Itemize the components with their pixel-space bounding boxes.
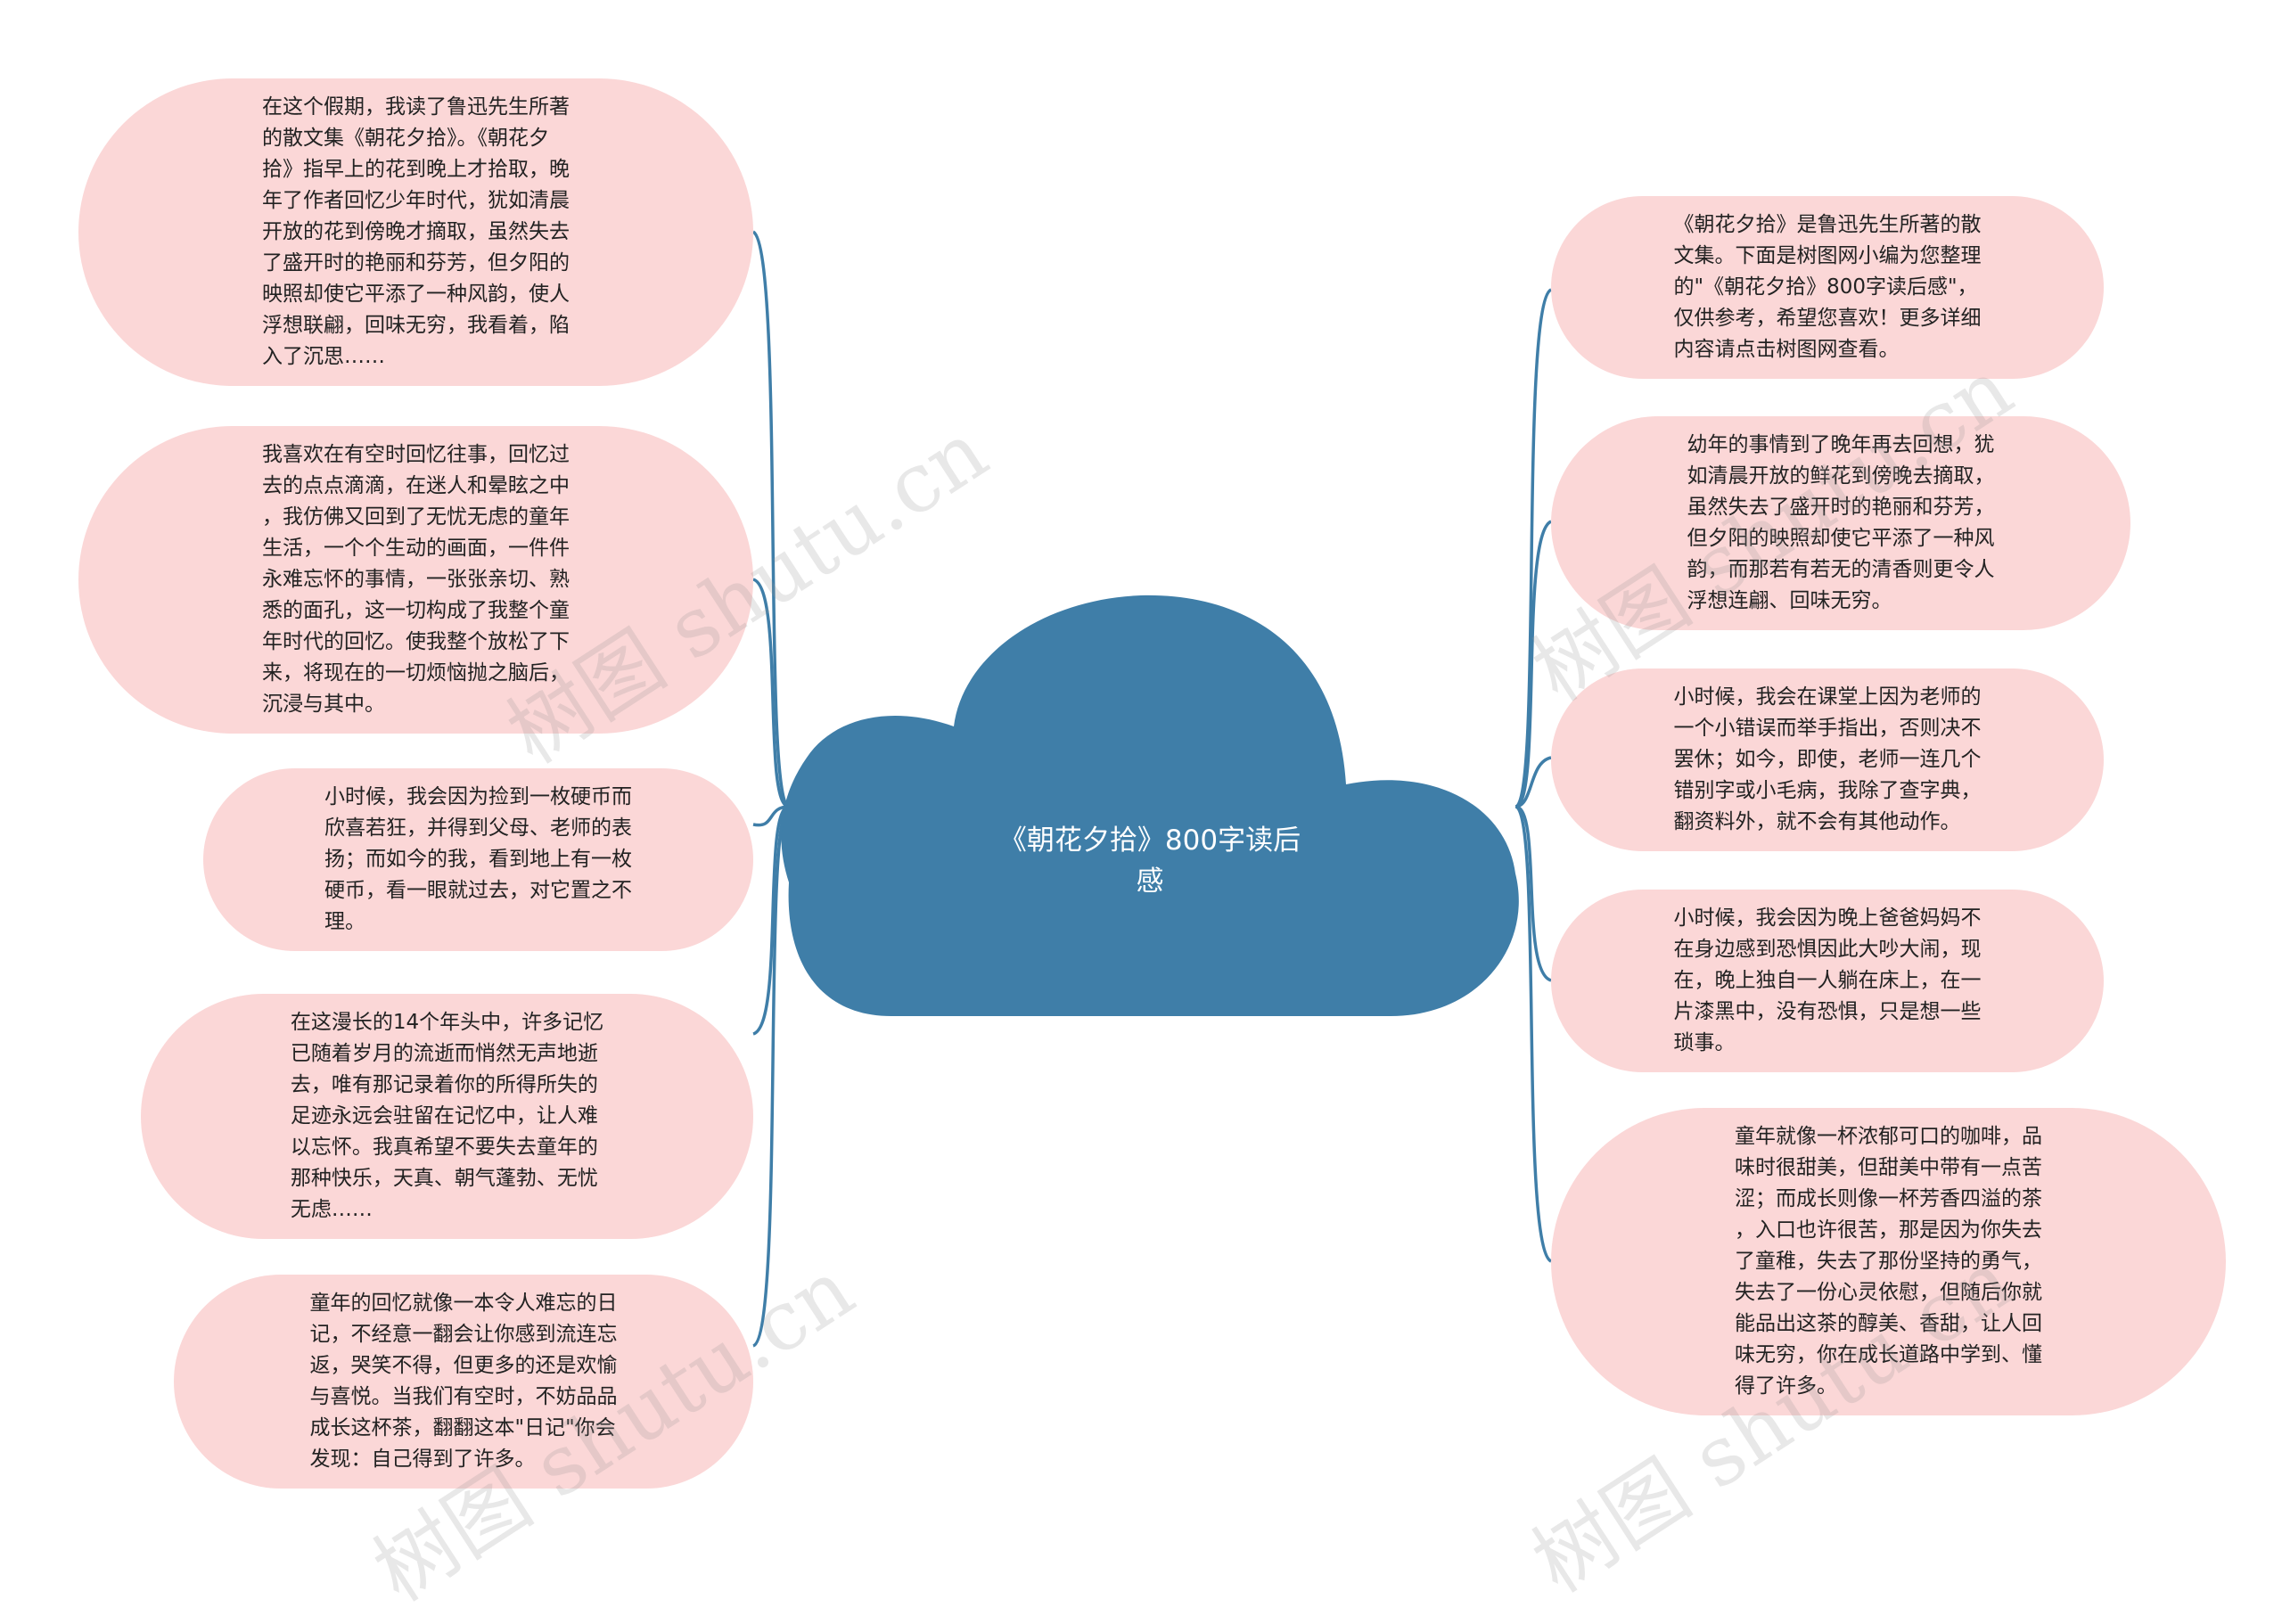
right-node-5-text: 童年就像一杯浓郁可口的咖啡，品 味时很甜美，但甜美中带有一点苦 涩；而成长则像一…	[1735, 1125, 2042, 1398]
left-node-2[interactable]: 我喜欢在有空时回忆往事，回忆过 去的点点滴滴，在迷人和晕眩之中 ，我仿佛又回到了…	[78, 426, 753, 734]
right-connectors	[1514, 288, 1553, 1263]
left-node-5-text: 童年的回忆就像一本令人难忘的日 记，不经意一翻会让你感到流连忘 返，哭笑不得，但…	[309, 1292, 618, 1471]
left-node-1[interactable]: 在这个假期，我读了鲁迅先生所著 的散文集《朝花夕拾》。《朝花夕 拾》指早上的花到…	[78, 78, 753, 386]
left-node-3[interactable]: 小时候，我会因为捡到一枚硬币而 欣喜若狂，并得到父母、老师的表 扬；而如今的我，…	[203, 768, 753, 951]
left-node-4[interactable]: 在这漫长的14个年头中，许多记忆 已随着岁月的流逝而悄然无声地逝 去，唯有那记录…	[141, 994, 753, 1239]
connector-right-1	[1514, 288, 1553, 808]
center-cloud-shape	[781, 595, 1519, 1016]
center-title: 《朝花夕拾》800字读后 感	[998, 824, 1301, 898]
connector-left-1	[751, 230, 791, 808]
right-node-3-text: 小时候，我会在课堂上因为老师的 一个小错误而举手指出，否则决不 罢休；如今，即使…	[1673, 685, 1982, 833]
right-node-4[interactable]: 小时候，我会因为晚上爸爸妈妈不 在身边感到恐惧因此大吵大闹，现 在，晚上独自一人…	[1551, 890, 2104, 1072]
right-node-2[interactable]: 幼年的事情到了晚年再去回想，犹 如清晨开放的鲜花到傍晚去摘取， 虽然失去了盛开时…	[1551, 416, 2130, 630]
left-node-4-text: 在这漫长的14个年头中，许多记忆 已随着岁月的流逝而悄然无声地逝 去，唯有那记录…	[290, 1011, 604, 1221]
mindmap-canvas	[751, 230, 1553, 1348]
right-node-4-text: 小时候，我会因为晚上爸爸妈妈不 在身边感到恐惧因此大吵大闹，现 在，晚上独自一人…	[1673, 906, 1982, 1054]
left-node-3-text: 小时候，我会因为捡到一枚硬币而 欣喜若狂，并得到父母、老师的表 扬；而如今的我，…	[324, 785, 632, 933]
right-node-2-text: 幼年的事情到了晚年再去回想，犹 如清晨开放的鲜花到傍晚去摘取， 虽然失去了盛开时…	[1687, 433, 1995, 612]
connector-right-5	[1514, 805, 1553, 1263]
connector-left-4	[752, 805, 790, 1036]
right-node-5[interactable]: 童年就像一杯浓郁可口的咖啡，品 味时很甜美，但甜美中带有一点苦 涩；而成长则像一…	[1551, 1108, 2226, 1415]
left-connectors	[751, 230, 791, 1348]
right-node-1-text: 《朝花夕拾》是鲁迅先生所著的散 文集。下面是树图网小编为您整理 的"《朝花夕拾》…	[1673, 213, 1982, 361]
left-node-1-text: 在这个假期，我读了鲁迅先生所著 的散文集《朝花夕拾》。《朝花夕 拾》指早上的花到…	[262, 95, 570, 368]
connector-right-3	[1514, 756, 1552, 808]
connector-right-4	[1514, 805, 1552, 982]
connector-left-5	[751, 805, 791, 1348]
connector-left-2	[752, 578, 790, 808]
center-cloud[interactable]	[781, 595, 1519, 1016]
right-node-3[interactable]: 小时候，我会在课堂上因为老师的 一个小错误而举手指出，否则决不 罢休；如今，即使…	[1551, 668, 2104, 851]
connector-left-3	[752, 805, 790, 827]
right-node-1[interactable]: 《朝花夕拾》是鲁迅先生所著的散 文集。下面是树图网小编为您整理 的"《朝花夕拾》…	[1551, 196, 2104, 379]
connector-right-2	[1514, 520, 1553, 808]
left-node-5[interactable]: 童年的回忆就像一本令人难忘的日 记，不经意一翻会让你感到流连忘 返，哭笑不得，但…	[174, 1275, 753, 1489]
left-node-2-text: 我喜欢在有空时回忆往事，回忆过 去的点点滴滴，在迷人和晕眩之中 ，我仿佛又回到了…	[262, 443, 570, 716]
